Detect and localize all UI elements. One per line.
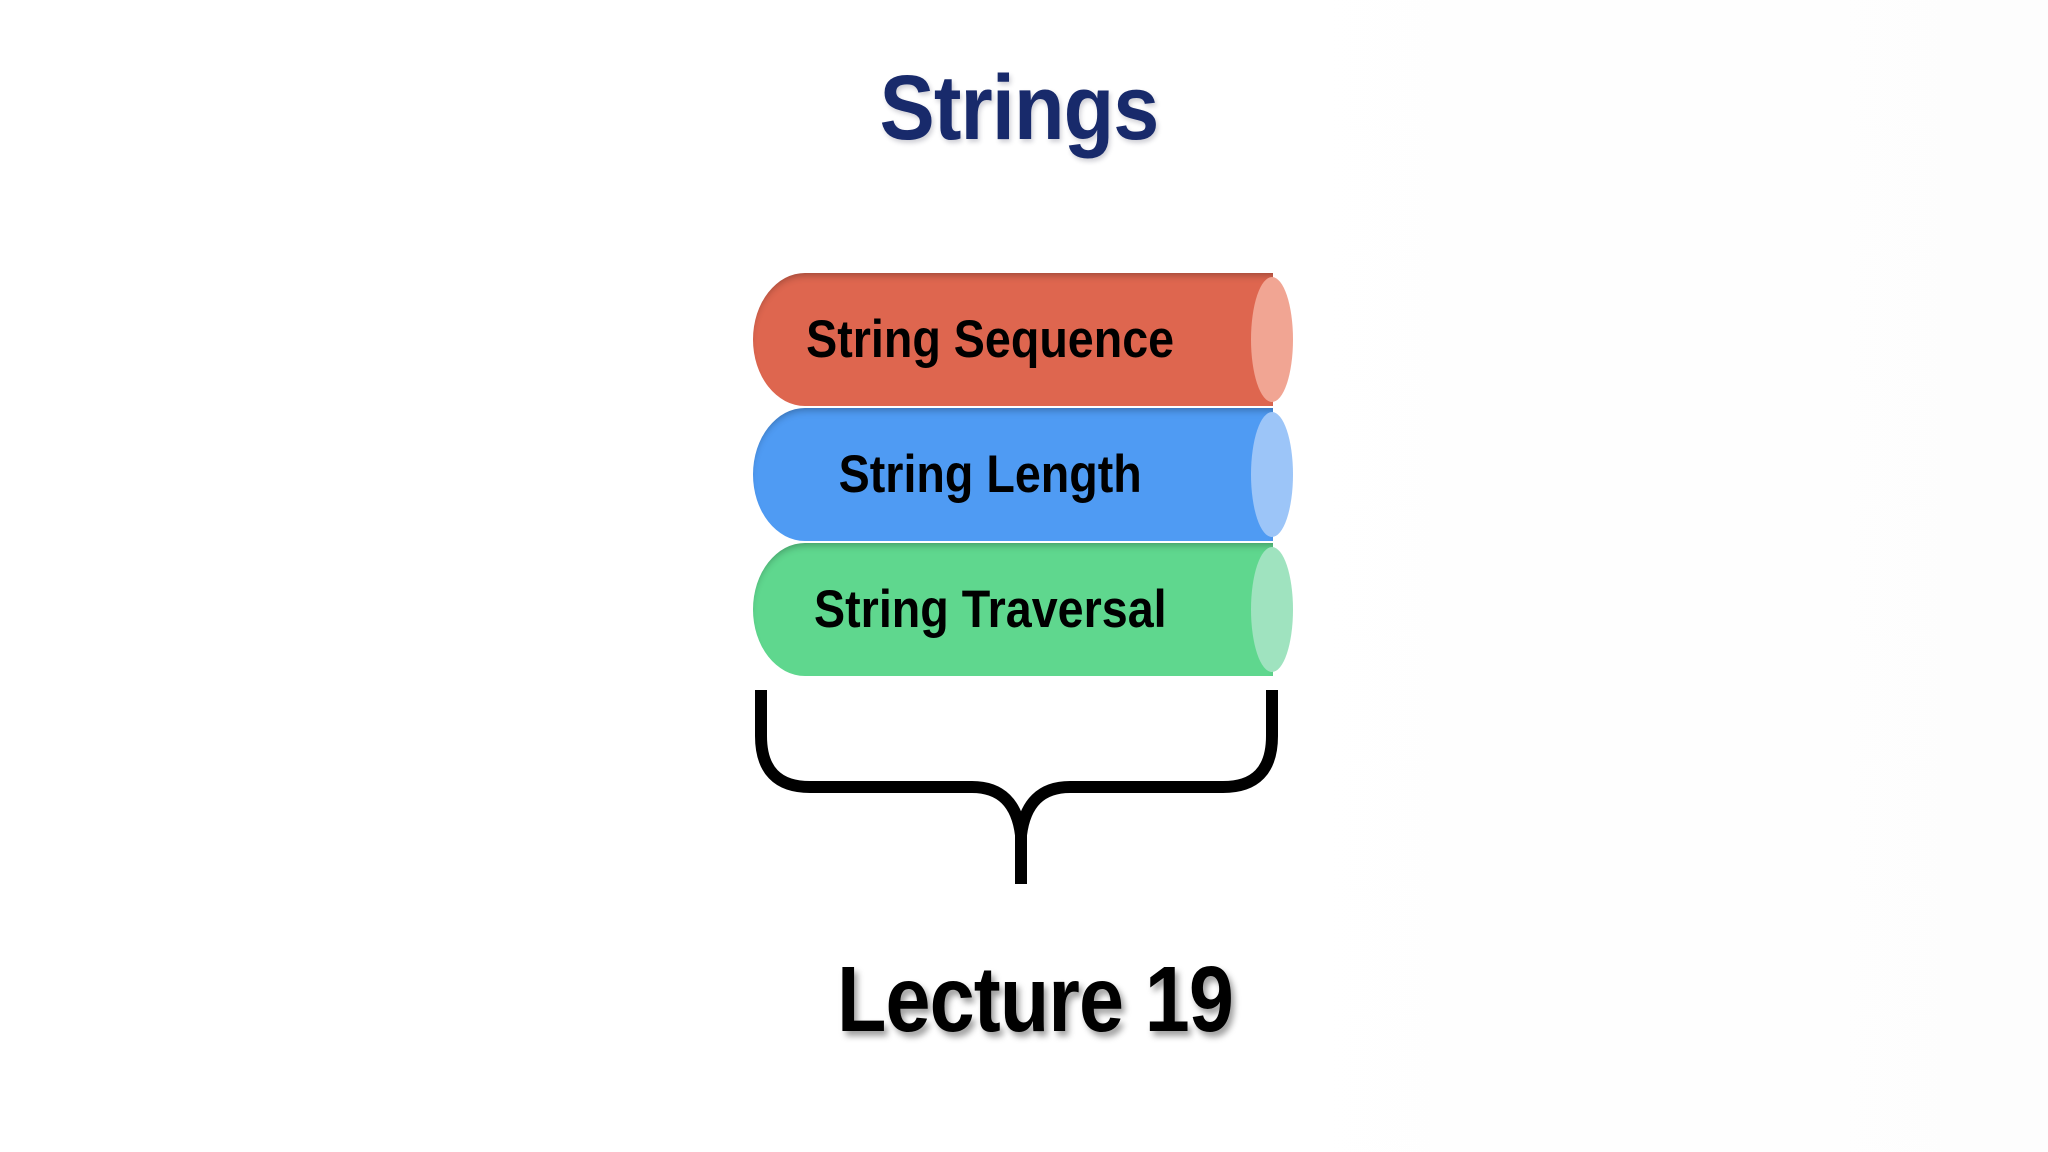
curly-brace-icon [755,690,1278,884]
cylinder-string-length: String Length [753,408,1293,541]
cylinder-endcap-icon [1251,277,1293,402]
cylinder-endcap-icon [1251,412,1293,537]
cylinder-stack: String Sequence String Length String Tra… [753,273,1294,678]
cylinder-string-traversal: String Traversal [753,543,1293,676]
cylinder-endcap-icon [1251,547,1293,672]
lecture-label: Lecture 19 [836,947,1234,1051]
cylinder-label-string-traversal: String Traversal [813,580,1167,639]
cylinder-string-sequence: String Sequence [753,273,1293,406]
slide-title: Strings [879,57,1160,159]
cylinder-label-string-sequence: String Sequence [805,310,1175,369]
cylinder-label-string-length: String Length [838,445,1142,504]
curly-brace-path [755,690,1278,884]
